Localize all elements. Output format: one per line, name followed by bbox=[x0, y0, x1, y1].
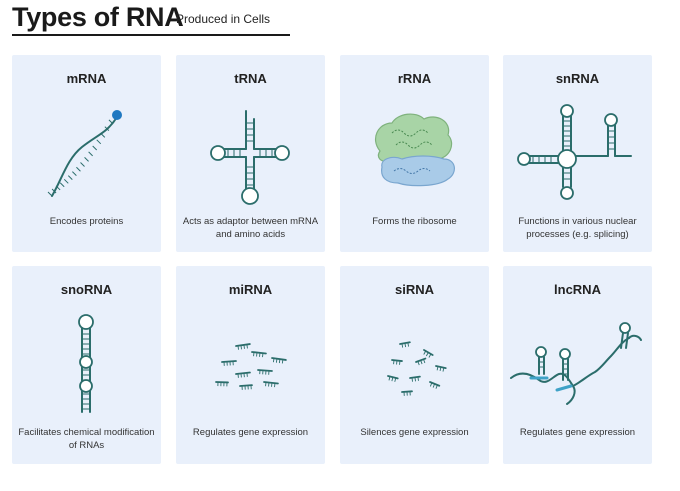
card-title: mRNA bbox=[66, 71, 107, 86]
card-title: snRNA bbox=[555, 71, 600, 86]
card-description: Facilitates chemical modification of RNA… bbox=[18, 427, 155, 451]
page-subtitle: Produced in Cells bbox=[176, 12, 271, 26]
title-block: Types of RNA Produced in Cells bbox=[12, 2, 292, 36]
snrna-structure-icon bbox=[503, 89, 652, 219]
card-lncrna: lncRNA Regulates gene expression bbox=[503, 266, 652, 464]
card-description: Regulates gene expression bbox=[192, 427, 309, 438]
ribosome-icon bbox=[340, 89, 489, 219]
mirna-fragments-icon bbox=[176, 300, 325, 430]
card-description: Regulates gene expression bbox=[519, 427, 636, 438]
card-snorna: snoRNA Facilitates chemical modification… bbox=[12, 266, 161, 464]
sirna-fragments-icon bbox=[340, 300, 489, 430]
card-trna: tRNA bbox=[176, 55, 325, 252]
card-mirna: miRNA Regulates gene expression bbox=[176, 266, 325, 464]
card-description: Forms the ribosome bbox=[372, 216, 457, 227]
card-title: tRNA bbox=[234, 71, 267, 86]
snorna-hairpin-icon bbox=[12, 300, 161, 430]
card-title: miRNA bbox=[228, 282, 273, 297]
card-sirna: siRNA Silences gene expression bbox=[340, 266, 489, 464]
trna-cloverleaf-icon bbox=[176, 89, 325, 219]
card-title: rRNA bbox=[397, 71, 432, 86]
card-rrna: rRNA Forms the ribosome bbox=[340, 55, 489, 252]
card-description: Acts as adaptor between mRNA and amino a… bbox=[182, 216, 319, 240]
card-snrna: snRNA bbox=[503, 55, 652, 252]
card-title: snoRNA bbox=[60, 282, 113, 297]
card-title: siRNA bbox=[394, 282, 434, 297]
lncrna-strand-icon bbox=[503, 300, 652, 430]
card-mrna: mRNA Encodes proteins bbox=[12, 55, 161, 252]
card-description: Functions in various nuclear processes (… bbox=[518, 216, 637, 240]
page-title: Types of RNA bbox=[12, 2, 184, 32]
card-title: lncRNA bbox=[554, 282, 601, 297]
mrna-strand-icon bbox=[12, 89, 161, 219]
card-description: Encodes proteins bbox=[49, 216, 124, 227]
card-description: Silences gene expression bbox=[360, 427, 469, 438]
title-underline bbox=[12, 34, 290, 36]
